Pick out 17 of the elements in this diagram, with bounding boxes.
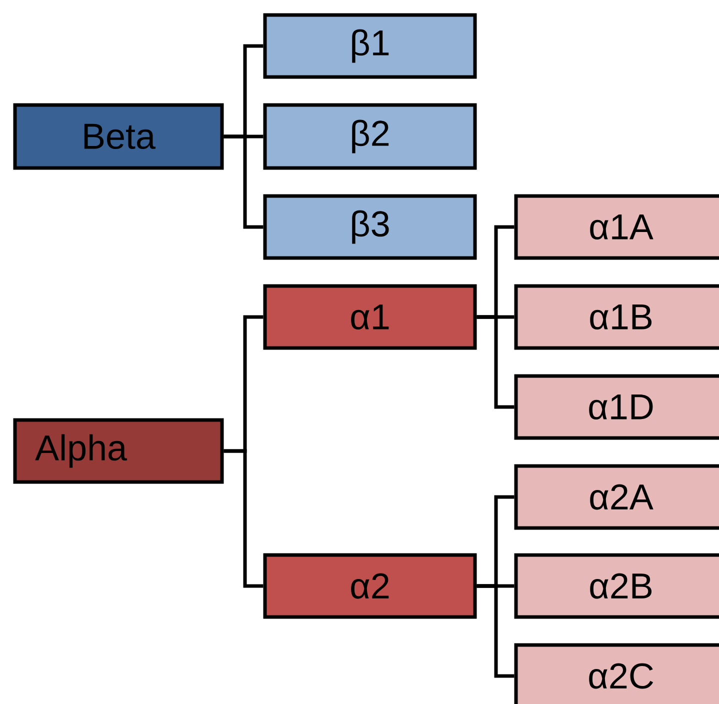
box: α2: [263, 553, 477, 619]
box: α1B: [514, 284, 719, 350]
box: β1: [263, 13, 477, 79]
box: Beta: [13, 103, 224, 170]
box: α2A: [514, 464, 719, 530]
box: α2B: [514, 553, 719, 619]
connector-line: [476, 315, 514, 409]
connector-line: [224, 449, 264, 588]
box: β3: [263, 194, 477, 260]
box: α1D: [514, 374, 719, 440]
box: α1A: [514, 194, 719, 260]
box: α1: [263, 284, 477, 350]
connector-line: [476, 584, 514, 678]
connector-line: [224, 134, 264, 229]
box: β2: [263, 103, 477, 170]
box: α2C: [514, 643, 719, 704]
box: Alpha: [13, 418, 224, 484]
